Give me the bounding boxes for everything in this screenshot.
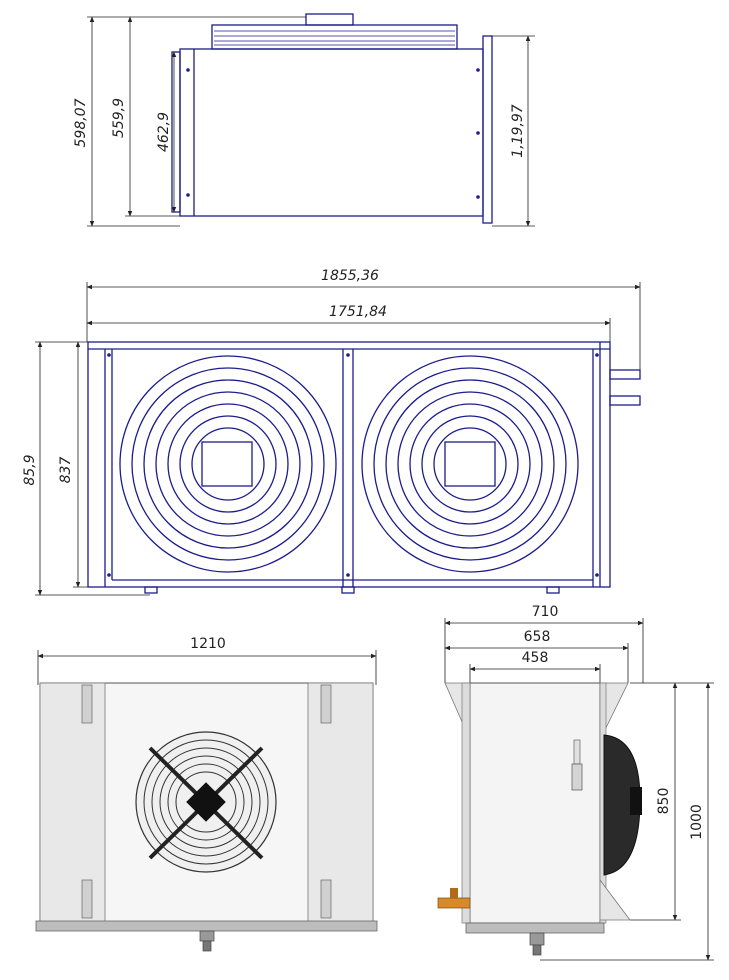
end-plate [482,35,493,224]
dim-85: 85,9 [22,454,38,485]
unit-side-render: 710 658 458 850 1000 [437,604,714,961]
unit-body-top [179,48,484,217]
dim-710: 710 [532,604,559,620]
dim-837: 837 [58,457,74,484]
dim-458: 458 [522,650,549,666]
dim-119: 1,19,97 [510,104,526,158]
fan-right [361,355,579,573]
fan-left [119,355,337,573]
dim-462: 462,9 [156,112,172,152]
front-view-drawing: 1855,36 1751,84 85,9 837 [22,268,641,596]
dim-658: 658 [524,629,551,645]
unit-front-render: 1210 [35,636,378,952]
fan-hub-top [305,13,354,26]
dim-850: 850 [656,788,672,815]
dim-1000: 1000 [689,804,705,840]
top-view-drawing: 598,07 559,9 462,9 1,19,97 [73,13,535,227]
fan-housing-top [211,24,458,50]
dim-598: 598,07 [73,98,89,147]
dim-1751: 1751,84 [329,304,387,320]
unit-frame-front [87,341,611,588]
dim-1210: 1210 [190,636,226,652]
dim-559: 559,9 [111,98,127,138]
dim-1855: 1855,36 [321,268,379,284]
